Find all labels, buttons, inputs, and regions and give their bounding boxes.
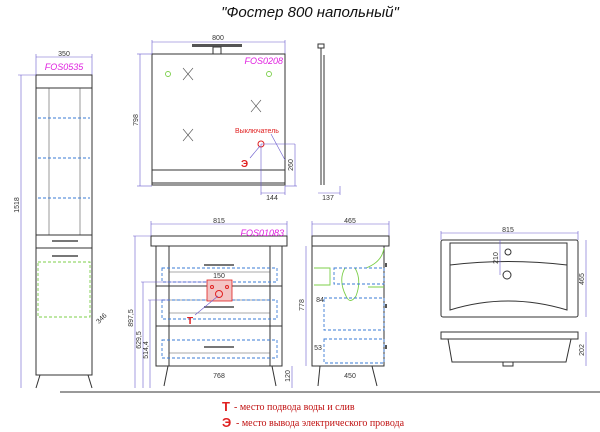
leg-height: 120 [285, 370, 292, 382]
mirror-width: 800 [212, 35, 224, 42]
drawing-title: "Фостер 800 напольный" [221, 4, 399, 21]
basin-depth: 465 [579, 273, 586, 285]
vanity-side: 465 778 84 53 450 [299, 218, 390, 387]
switch-height: 260 [288, 159, 295, 171]
column-depth: 346 [95, 312, 108, 325]
legend: Т - место подвода воды и слив Э - место … [222, 399, 405, 430]
mirror-height: 798 [133, 114, 140, 126]
vanity-h3: 514,4 [143, 341, 150, 359]
tap-offset: 210 [493, 252, 500, 264]
vanity-side-d2: 53 [314, 345, 322, 352]
vanity-width: 815 [213, 218, 225, 225]
basin-height: 202 [579, 344, 586, 356]
legend-electric-symbol: Э [222, 415, 231, 430]
vanity-side-inner-depth: 450 [344, 373, 356, 380]
column-cabinet: 350 FOS0535 1518 346 [14, 51, 109, 389]
switch-label: Выключатель [235, 128, 279, 135]
mirror-depth: 137 [322, 195, 334, 202]
basin-width: 815 [502, 227, 514, 234]
water-marker: Т [187, 316, 193, 327]
vanity-inner-width: 768 [213, 373, 225, 380]
mirror-front: 800 FOS0208 798 Выключатель Э 260 144 [133, 35, 297, 202]
vanity-front: 815 FOS01083 150 Т 897,5 629,5 514,4 768… [128, 218, 293, 388]
vanity-side-d1: 84 [316, 297, 324, 304]
legend-electric-text: - место вывода электрического провода [236, 418, 405, 429]
basin-side-view: 202 [440, 331, 587, 367]
electric-marker: Э [241, 159, 248, 170]
switch-offset: 144 [266, 195, 278, 202]
legend-water-symbol: Т [222, 399, 230, 414]
column-height: 1518 [14, 197, 21, 213]
legend-water-text: - место подвода воды и слив [234, 402, 355, 413]
vanity-code: FOS01083 [240, 228, 284, 238]
vanity-side-height: 778 [299, 299, 306, 311]
vanity-side-depth: 465 [344, 218, 356, 225]
panel-width: 150 [213, 273, 225, 280]
vanity-h2: 629,5 [136, 331, 143, 349]
mirror-code: FOS0208 [244, 56, 283, 66]
basin-top-view: 815 210 465 [440, 227, 587, 318]
vanity-total-height: 897,5 [128, 309, 135, 327]
column-width: 350 [58, 51, 70, 58]
column-code: FOS0535 [45, 62, 85, 72]
mirror-side: 137 [317, 43, 341, 202]
